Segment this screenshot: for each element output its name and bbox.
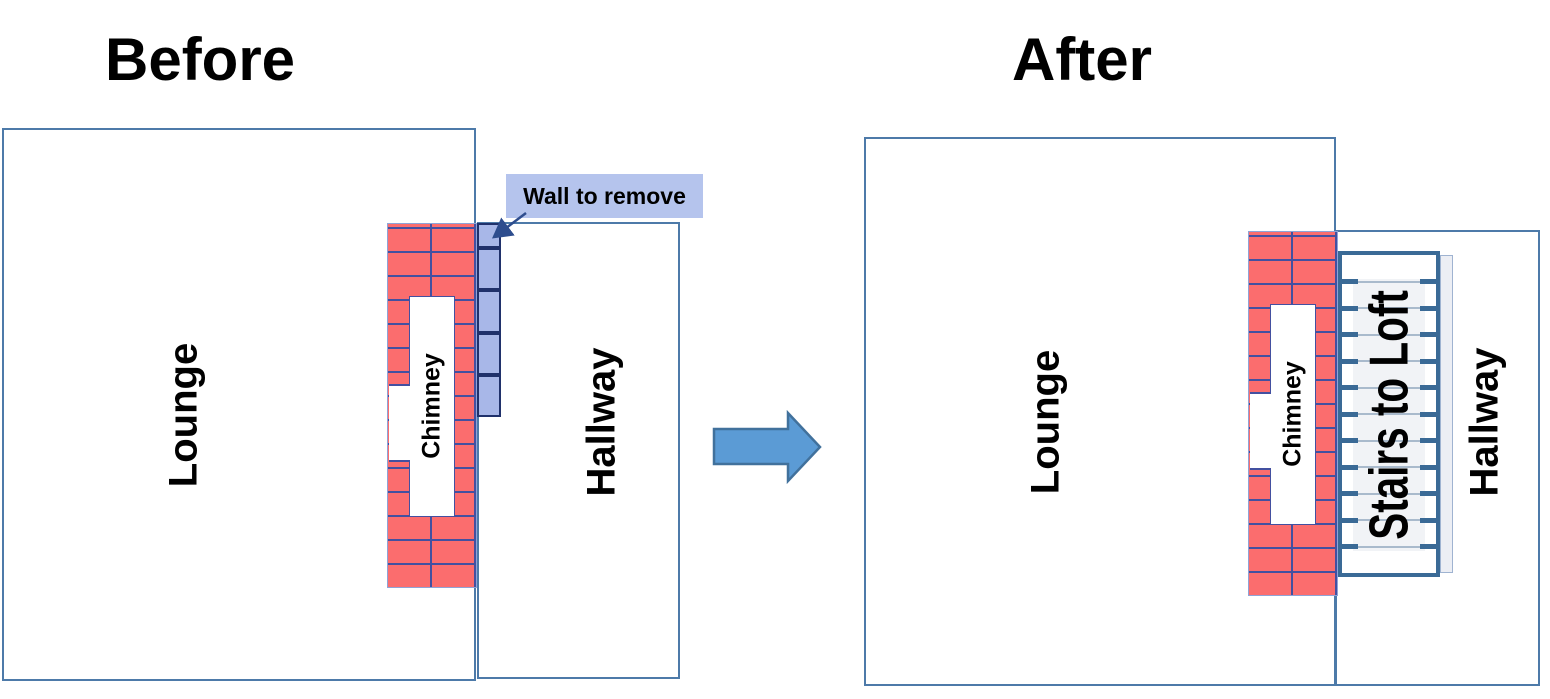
- after-title: After: [1012, 26, 1153, 93]
- after-chimney-label: Chimney: [1278, 361, 1307, 467]
- wall-segment: [477, 248, 501, 291]
- after-lounge-label: Lounge: [1023, 349, 1068, 495]
- wall-segment: [477, 374, 501, 417]
- after-hallway-label: Hallway: [1462, 347, 1507, 497]
- stairs-label: Stairs to Loft: [1358, 290, 1420, 540]
- wall-to-remove-note-text: Wall to remove: [523, 182, 686, 209]
- wall-segment: [477, 332, 501, 375]
- after-chimney-hole: [1270, 304, 1316, 525]
- before-hallway-room: Hallway: [477, 222, 680, 679]
- before-chimney: Chimney: [387, 223, 477, 588]
- before-to-after-arrow-icon: [712, 410, 822, 485]
- stairs-to-loft: Stairs to Loft: [1338, 251, 1440, 577]
- after-chimney: Chimney: [1248, 231, 1338, 596]
- before-fireplace-opening: [389, 384, 410, 462]
- after-fireplace-opening: [1250, 392, 1271, 470]
- stairs-center-band: [1353, 279, 1425, 551]
- before-chimney-label: Chimney: [417, 353, 446, 459]
- wall-segment: [477, 290, 501, 333]
- stairs-back-panel: [1440, 255, 1453, 573]
- wall-to-remove-note: Wall to remove: [506, 174, 703, 218]
- wall-to-remove-strip: [477, 223, 501, 417]
- note-pointer-arrow: [492, 212, 527, 239]
- before-lounge-label: Lounge: [161, 342, 206, 488]
- before-title: Before: [105, 26, 296, 93]
- before-hallway-label: Hallway: [579, 347, 624, 497]
